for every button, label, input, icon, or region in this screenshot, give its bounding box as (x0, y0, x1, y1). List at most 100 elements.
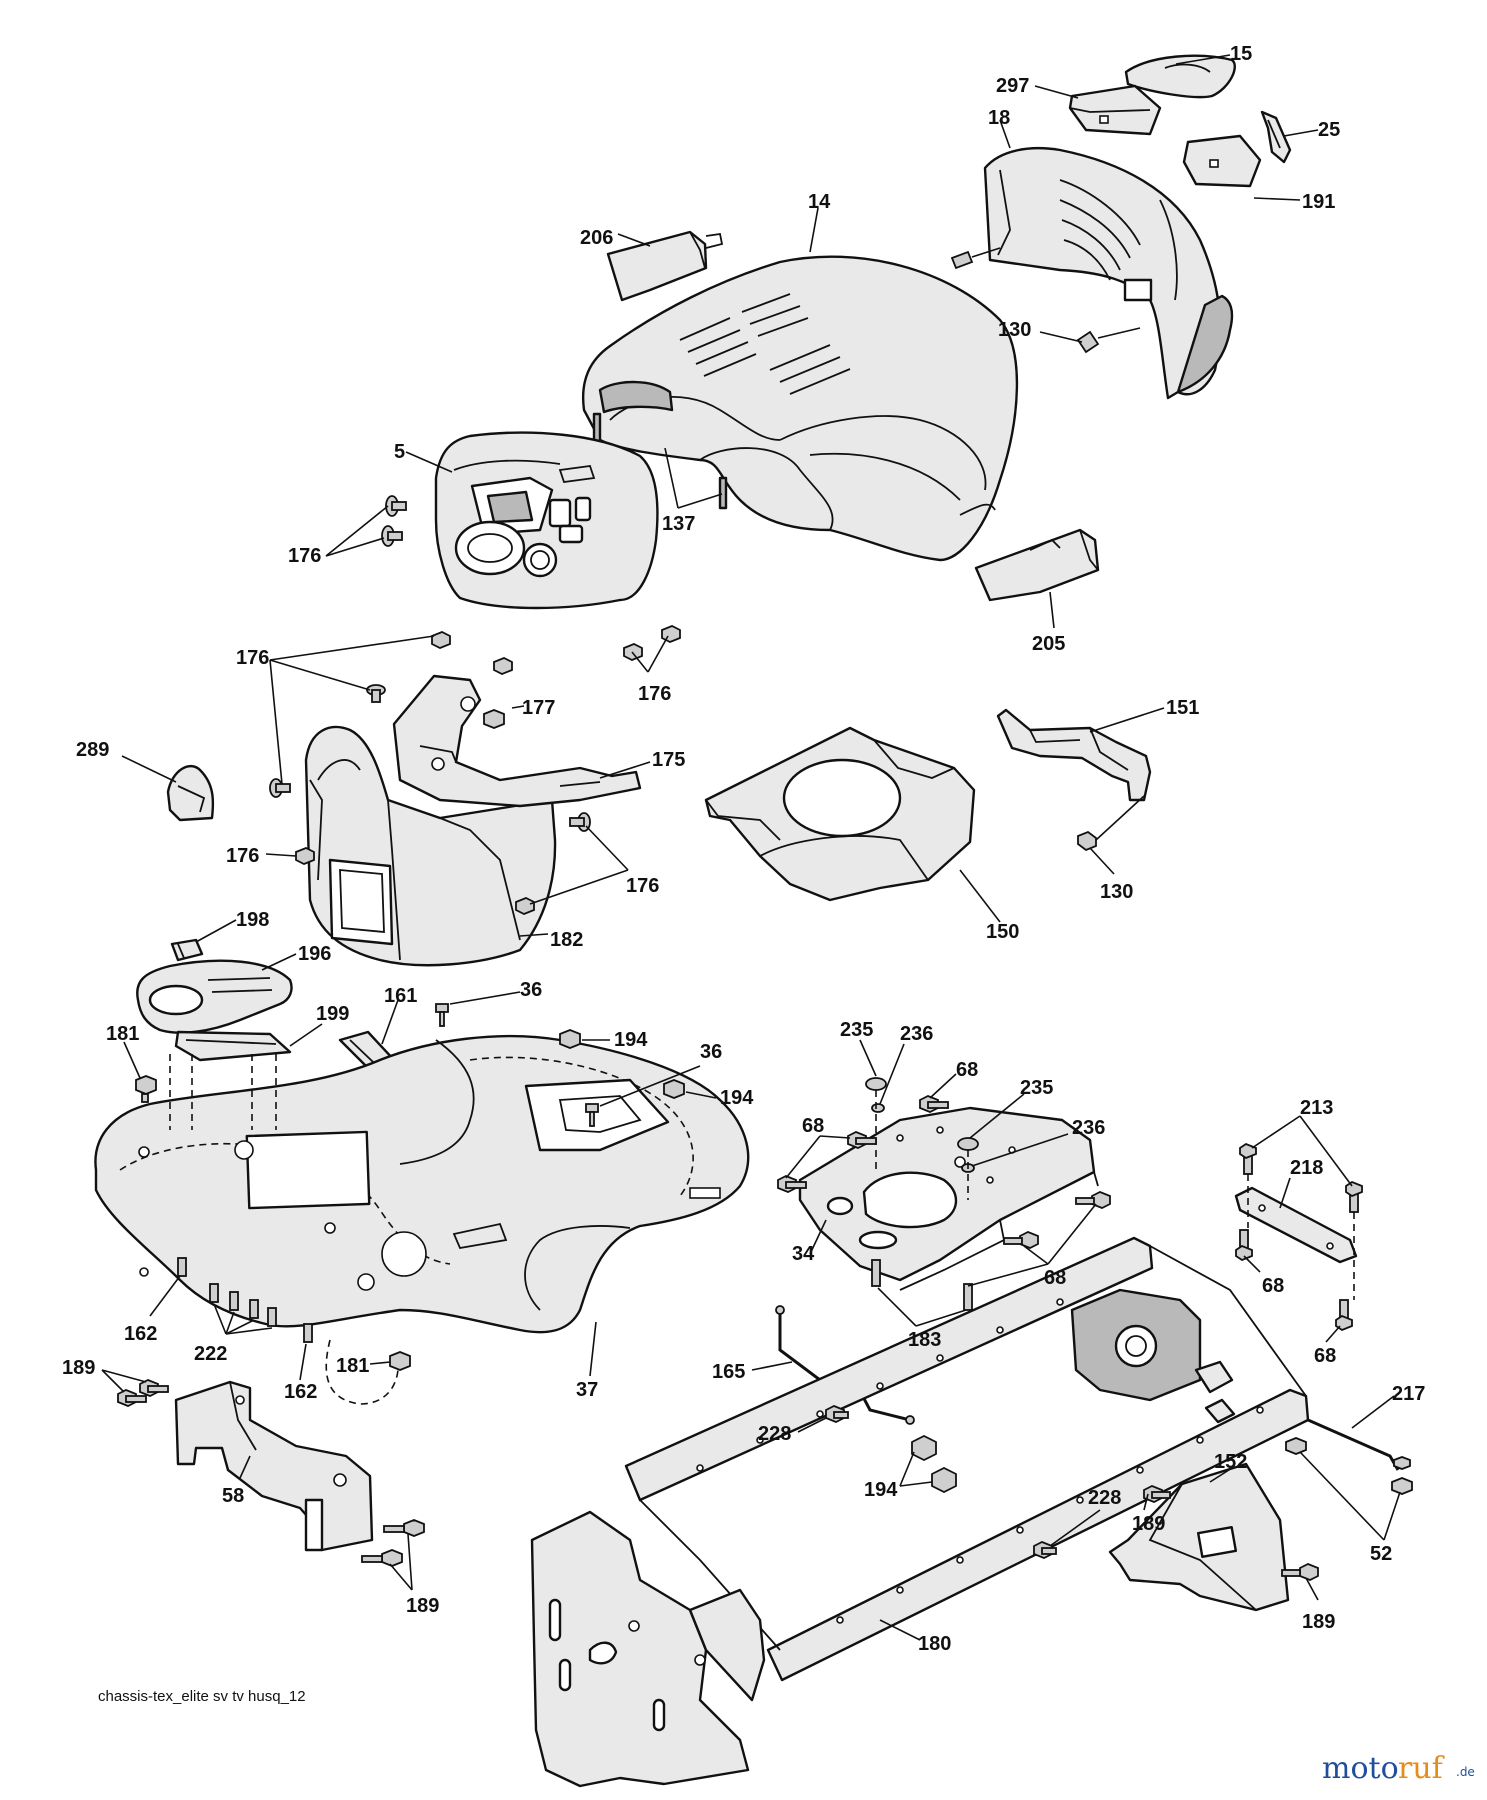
label-162a: 162 (124, 1323, 157, 1345)
label-176d: 176 (226, 845, 259, 867)
label-194b: 194 (720, 1087, 754, 1109)
bolts-213-68-right (1235, 1142, 1363, 1332)
label-52: 52 (1370, 1543, 1392, 1565)
leader-236b (971, 1133, 1069, 1167)
label-68c: 68 (1044, 1267, 1066, 1289)
part-15-visor (1124, 54, 1236, 99)
label-34: 34 (792, 1243, 815, 1265)
leader-165 (751, 1361, 793, 1371)
leader-150 (959, 869, 1001, 923)
part-196-fender-cover (136, 959, 293, 1034)
label-189b: 189 (1132, 1513, 1165, 1535)
nut-181-b (389, 1351, 411, 1371)
part-198-clip (170, 938, 204, 962)
label-161: 161 (384, 985, 417, 1007)
leader-176a-2 (325, 537, 385, 557)
bolts-189-right (1143, 1485, 1319, 1581)
leader-194c-1 (899, 1451, 915, 1487)
label-206: 206 (580, 227, 613, 249)
label-151: 151 (1166, 697, 1199, 719)
label-191: 191 (1302, 191, 1335, 213)
label-15: 15 (1230, 43, 1252, 65)
part-152-shield (1108, 1462, 1290, 1612)
leader-52-2 (1383, 1491, 1401, 1541)
label-194c: 194 (864, 1479, 898, 1501)
leader-15 (1175, 54, 1231, 65)
part-34-plate (798, 1106, 1099, 1291)
diagram-caption: chassis-tex_elite sv tv husq_12 (98, 1688, 306, 1705)
leader-52-1 (1299, 1451, 1385, 1541)
label-36b: 36 (700, 1041, 722, 1063)
watermark-logo: moto ruf .de (1322, 1751, 1475, 1786)
leader-182 (519, 933, 549, 937)
label-68b: 68 (802, 1115, 824, 1137)
part-218-bracket (1234, 1186, 1358, 1264)
nut-177 (483, 709, 505, 729)
leader-68c-3 (967, 1263, 1049, 1287)
label-236a: 236 (900, 1023, 933, 1045)
label-36a: 36 (520, 979, 542, 1001)
label-235b: 235 (1020, 1077, 1053, 1099)
leader-176d (265, 853, 297, 857)
nut-176-dash-bottom (431, 625, 681, 675)
leader-130b (1089, 847, 1115, 875)
label-150: 150 (986, 921, 1019, 943)
leader-137a (664, 447, 679, 509)
leader-205 (1049, 591, 1055, 629)
label-152: 152 (1214, 1451, 1247, 1473)
bolt-36-a (435, 1003, 449, 1027)
leader-176e-2 (529, 869, 629, 905)
leader-194c-2 (899, 1481, 933, 1487)
label-14: 14 (808, 191, 831, 213)
label-68d: 68 (1262, 1275, 1284, 1297)
part-205-cover (974, 528, 1100, 602)
part-58-bracket (174, 1380, 374, 1552)
watermark-blue: moto (1322, 1751, 1399, 1786)
dashed-loop-181 (325, 1339, 400, 1405)
leader-222-1 (213, 1303, 227, 1335)
leader-181a (123, 1041, 141, 1079)
leader-162a (149, 1275, 181, 1317)
leader-162b (299, 1343, 307, 1381)
part-5-dashboard (434, 431, 659, 610)
leader-189a-2 (101, 1369, 147, 1383)
label-205: 205 (1032, 633, 1065, 655)
label-182: 182 (550, 929, 583, 951)
leader-68a (929, 1073, 957, 1099)
leader-68e (1325, 1325, 1341, 1343)
leader-235a (859, 1039, 877, 1077)
part-175-bracket (392, 674, 642, 808)
leader-191 (1253, 197, 1301, 201)
label-289: 289 (76, 739, 109, 761)
label-130b: 130 (1100, 881, 1133, 903)
part-199-plate (174, 1030, 292, 1062)
leader-217 (1351, 1395, 1395, 1429)
part-151-bracket (996, 708, 1152, 802)
leader-176a-1 (325, 505, 389, 557)
leader-199 (289, 1023, 323, 1047)
label-199: 199 (316, 1003, 349, 1025)
leader-68c-1 (1047, 1203, 1097, 1265)
leader-194b (685, 1091, 717, 1099)
label-68e: 68 (1314, 1345, 1336, 1367)
leader-176c-2 (647, 635, 669, 673)
leader-198 (195, 919, 237, 943)
leader-189c (1143, 1493, 1149, 1511)
label-189c: 189 (406, 1595, 439, 1617)
label-189a: 189 (62, 1357, 95, 1379)
label-175: 175 (652, 749, 685, 771)
callout-labels: 15 297 18 25 191 14 206 130 5 176 137 20… (62, 43, 1425, 1655)
leader-137b (677, 493, 723, 509)
label-176e: 176 (626, 875, 659, 897)
label-213: 213 (1300, 1097, 1333, 1119)
leader-289 (121, 755, 177, 783)
bolt-36-b (585, 1103, 599, 1127)
screw-130-bracket (1077, 795, 1145, 852)
leader-175 (599, 761, 651, 779)
nut-194-fender (559, 1029, 685, 1099)
label-196: 196 (298, 943, 331, 965)
leader-68d (1243, 1255, 1261, 1273)
part-182-housing (304, 725, 557, 967)
leader-181b (369, 1361, 391, 1365)
